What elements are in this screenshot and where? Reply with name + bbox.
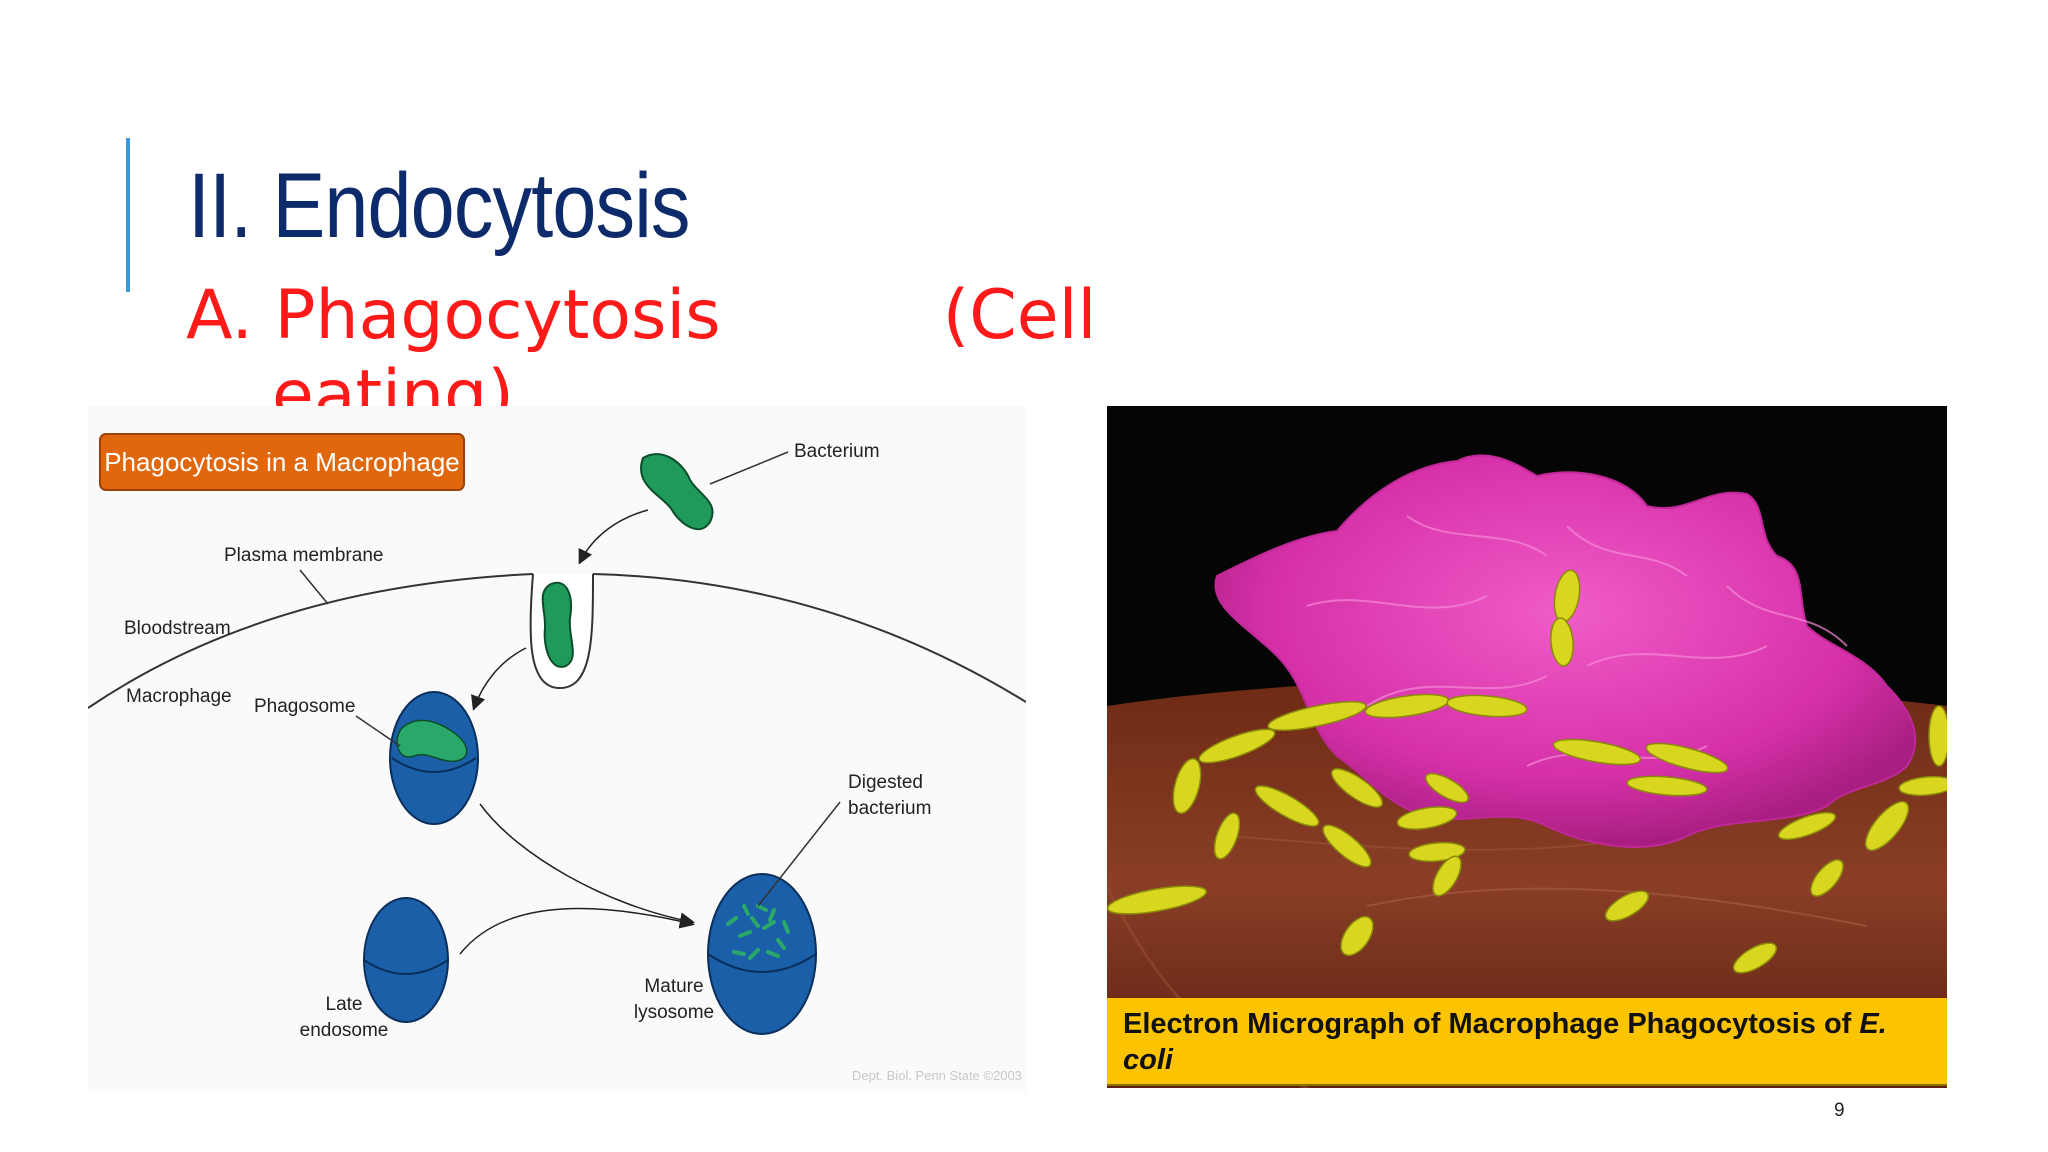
plasma-membrane-leader: [299, 569, 329, 605]
diagram-header-box: [99, 433, 465, 491]
mature-lysosome-shape: [707, 873, 817, 1035]
label-digested-1: Digested: [848, 772, 923, 793]
plasma-membrane-left: [88, 573, 534, 709]
diagram-header: Phagocytosis in a Macrophage: [104, 447, 460, 477]
label-plasma-membrane: Plasma membrane: [224, 545, 383, 566]
label-mature-2: lysosome: [634, 1002, 714, 1023]
page-number: 9: [1834, 1100, 1845, 1121]
label-macrophage: Macrophage: [126, 686, 232, 707]
engulfed-bacterium: [541, 581, 574, 668]
label-late-2: endosome: [300, 1020, 389, 1041]
electron-micrograph: [1105, 406, 1956, 1107]
ecoli-bacteria: [1106, 569, 1956, 974]
arrow-phagosome-to-lysosome: [479, 803, 695, 928]
diagram-canvas: Phagocytosis in a Macrophage Bacterium P…: [88, 433, 1026, 1083]
micrograph-canvas: [1105, 406, 1956, 1107]
label-mature-1: Mature: [644, 976, 703, 997]
label-digested-2: bacterium: [848, 798, 931, 819]
arrow-to-phagosome: [471, 647, 527, 711]
phagocytosis-diagram: Phagocytosis in a Macrophage Bacterium P…: [88, 406, 1026, 1092]
micrograph-caption: Electron Micrograph of Macrophage Phagoc…: [1107, 998, 1947, 1086]
late-endosome-shape: [363, 897, 449, 1023]
title-accent-bar: [126, 138, 130, 292]
subtitle-part-b: (Cell: [942, 276, 1097, 355]
bacterium-leader: [709, 451, 789, 485]
slide-subtitle: A. Phagocytosis(Cell: [186, 282, 1096, 350]
digested-leader: [757, 801, 841, 907]
bacterium-shape: [640, 453, 714, 530]
diagram-credit: Dept. Biol. Penn State ©2003: [852, 1068, 1022, 1083]
plasma-membrane-right: [592, 573, 1026, 703]
caption-main: Electron Micrograph of Macrophage Phagoc…: [1123, 1008, 1860, 1040]
label-bloodstream: Bloodstream: [124, 618, 231, 639]
arrow-bacterium-to-membrane: [578, 509, 649, 565]
phagosome-leader: [355, 715, 401, 747]
caption-italic-1: E.: [1859, 1008, 1887, 1040]
phagosome-shape: [389, 691, 479, 825]
subtitle-part-a: A. Phagocytosis: [186, 276, 721, 355]
caption-italic-2: coli: [1123, 1044, 1173, 1076]
label-late-1: Late: [326, 994, 363, 1015]
label-bacterium: Bacterium: [794, 441, 880, 462]
arrow-endosome-to-lysosome: [459, 907, 695, 955]
label-phagosome: Phagosome: [254, 696, 355, 717]
slide-title: II. Endocytosis: [188, 155, 690, 257]
